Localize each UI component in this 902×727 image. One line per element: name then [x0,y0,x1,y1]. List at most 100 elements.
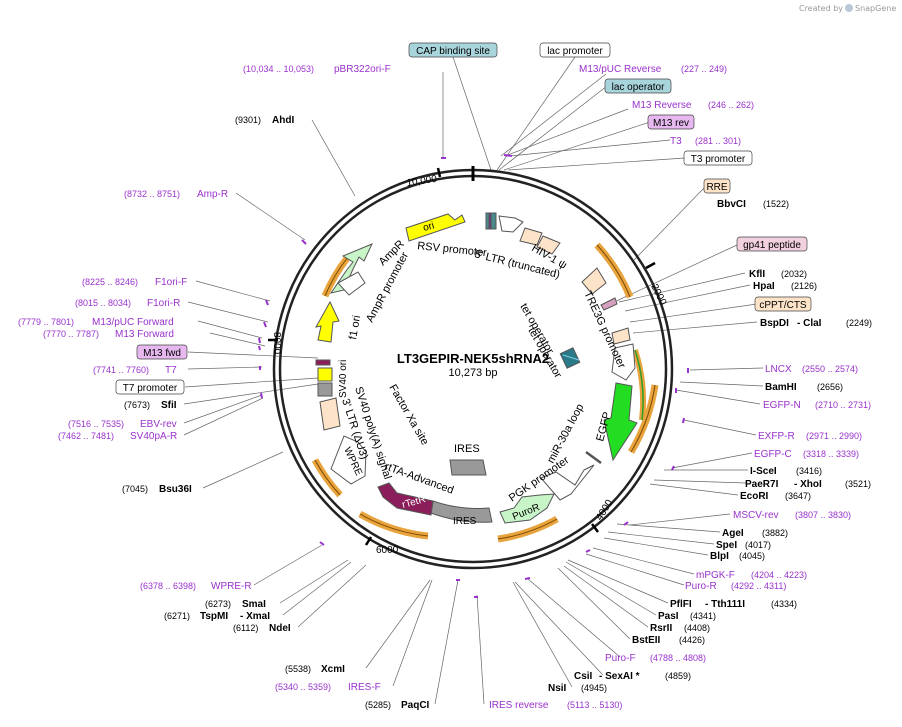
enzyme-i-scei[interactable]: I-SceI (3416) [750,466,822,477]
primer-exfp-r[interactable]: EXFP-R (2971 .. 2990) [758,431,862,442]
cap-binding-site-box[interactable]: CAP binding site [408,42,498,58]
primer-t7[interactable]: (7741 .. 7760) T7 [93,365,177,376]
primer-egfp-c[interactable]: EGFP-C (3318 .. 3339) [754,449,859,460]
enzyme-paqci-name: PaqCI [401,700,430,711]
primer-f1ori-f-range: (8225 .. 8246) [82,277,138,287]
m13-fwd-box[interactable]: M13 fwd [136,344,188,360]
enzyme-agei[interactable]: AgeI (3882) [722,528,788,539]
enzyme-bsu36i[interactable]: (7045) Bsu36I [122,484,192,495]
t3-promoter-box[interactable]: T3 promoter [683,150,753,166]
enzyme-kfli[interactable]: KflI (2032) [749,269,807,280]
enzyme-paqci-pos: (5285) [365,700,391,710]
enzyme-bspdi[interactable]: BspDI - ClaI (2249) [760,318,872,329]
primer-m13-forward[interactable]: (7770 .. 7787) M13 Forward [43,329,174,340]
primer-m13-reverse-name: M13 Reverse [632,100,692,111]
enzyme-pflfi-pos: (4334) [771,599,797,609]
ires-feature [449,459,487,476]
primer-mscv-rev-range: (3807 .. 3830) [795,510,851,520]
enzyme-paqci[interactable]: (5285) PaqCI [365,700,430,711]
primer-amp-r[interactable]: (8732 .. 8751) Amp-R [124,189,228,200]
primer-ebv-rev[interactable]: (7516 .. 7535) EBV-rev [68,419,177,430]
enzyme-bamhi[interactable]: BamHI (2656) [765,382,843,393]
primer-sv40pa-r-range: (7462 .. 7481) [58,431,114,441]
enzyme-ecori[interactable]: EcoRI (3647) [740,491,811,502]
rre-box[interactable]: RRE [703,178,731,194]
enzyme-sfii[interactable]: (7673) SfiI [124,400,177,411]
primer-f1ori-f[interactable]: (8225 .. 8246) F1ori-F [82,277,187,288]
enzyme-pflfi[interactable]: PflFI - Tth111I (4334) [670,599,797,610]
position-ticks [268,167,656,546]
primer-puro-r-name: Puro-R [685,581,717,592]
primer-puro-f[interactable]: Puro-F (4788 .. 4808) [605,653,706,664]
primer-wpre-r-range: (6378 .. 6398) [140,581,196,591]
enzyme-spei[interactable]: SpeI (4017) [716,540,771,551]
primer-egfp-n[interactable]: EGFP-N (2710 .. 2731) [763,400,871,411]
enzyme-bsu36i-name: Bsu36I [159,484,192,495]
enzyme-bsteii[interactable]: BstEII (4426) [632,635,705,646]
enzyme-smai[interactable]: (6273) SmaI [205,599,266,610]
primer-m13-reverse[interactable]: M13 Reverse (246 .. 262) [632,100,754,111]
enzyme-nsii[interactable]: NsiI (4945) [548,683,607,694]
enzyme-ahdi[interactable]: (9301) AhdI [235,115,294,126]
enzyme-tspmi[interactable]: (6271) TspMI - XmaI [164,611,270,622]
enzyme-csii[interactable]: CsiI - SexAI * (4859) [574,671,691,682]
primer-f1ori-r[interactable]: (8015 .. 8034) F1ori-R [75,298,180,309]
enzyme-rsrii[interactable]: RsrII (4408) [650,623,710,634]
enzyme-bbvci[interactable]: BbvCI (1522) [717,199,789,210]
m13-rev-label: M13 rev [653,118,689,129]
enzyme-paer7i-pos: (3521) [845,479,871,489]
enzyme-bsteii-name: BstEII [632,635,661,646]
lac-promoter-box[interactable]: lac promoter [539,42,611,58]
tre3g-feature [611,343,636,381]
t7-promoter-box[interactable]: T7 promoter [115,379,185,395]
enzyme-spei-name: SpeI [716,540,737,551]
primer-t3[interactable]: T3 (281 .. 301) [670,136,741,147]
enzyme-pasi-name: PasI [658,611,679,622]
snapgene-credit: Created by SnapGene [799,4,896,13]
f1-ori-marker [315,359,331,366]
enzyme-rsrii-name: RsrII [650,623,672,634]
gp41-peptide-box[interactable]: gp41 peptide [736,236,808,252]
primer-wpre-r[interactable]: (6378 .. 6398) WPRE-R [140,581,252,592]
plasmid-name: LT3GEPIR-NEK5shRNA2 [397,351,549,366]
enzyme-pasi[interactable]: PasI (4341) [658,611,716,622]
primer-t7-range: (7741 .. 7760) [93,365,149,375]
primer-wpre-r-name: WPRE-R [211,581,252,592]
primer-ires-f[interactable]: (5340 .. 5359) IRES-F [275,682,381,693]
enzyme-i-scei-name: I-SceI [750,466,777,477]
rtetr-feature [377,482,434,516]
primer-lncx[interactable]: LNCX (2550 .. 2574) [765,364,858,375]
primer-m13-puc-forward[interactable]: (7779 .. 7801) M13/pUC Forward [18,317,174,328]
enzyme-tspmi-name: TspMI [200,611,228,622]
primer-sv40pa-r[interactable]: (7462 .. 7481) SV40pA-R [58,431,177,442]
enzyme-bbvci-pos: (1522) [763,199,789,209]
primer-m13-puc-reverse[interactable]: M13/pUC Reverse (227 .. 249) [579,64,727,75]
tick-8000-label: 8000 [271,332,282,355]
enzyme-csii-pos: (4859) [665,671,691,681]
enzyme-hpai[interactable]: HpaI (2126) [753,281,817,292]
enzyme-blpi[interactable]: BlpI (4045) [710,551,765,562]
ires-rtetr-feature [430,500,493,523]
primer-exfp-r-name: EXFP-R [758,431,795,442]
enzyme-paer7i[interactable]: PaeR7I - XhoI (3521) [745,479,871,490]
primer-mpgk-f[interactable]: mPGK-F (4204 .. 4223) [696,570,807,581]
lac-operator-box[interactable]: lac operator [604,78,672,94]
primer-mscv-rev[interactable]: MSCV-rev (3807 .. 3830) [733,510,851,521]
f1-ori-box-feature [317,367,333,382]
ampr-promoter-feature [337,271,366,296]
primer-ires-reverse[interactable]: IRES reverse (5113 .. 5130) [489,700,622,711]
enzyme-tspmi-pos: (6271) [164,611,190,621]
primer-m13-reverse-range: (246 .. 262) [708,100,754,110]
enzyme-smai-name: SmaI [242,599,266,610]
primer-puro-r[interactable]: Puro-R (4292 .. 4311) [685,581,786,592]
enzyme-xcmi[interactable]: (5538) XcmI [285,664,345,675]
enzyme-ndei[interactable]: (6112) NdeI [233,623,291,634]
primer-puro-r-range: (4292 .. 4311) [731,581,786,591]
credit-prefix: Created by [799,4,843,13]
enzyme-nsii-name: NsiI [548,683,567,694]
primer-pbr322ori-f[interactable]: (10,034 .. 10,053) pBR322ori-F [243,64,391,75]
sv40-ori-label: SV40 ori [338,360,349,398]
primer-mpgk-f-name: mPGK-F [696,570,735,581]
m13-rev-box[interactable]: M13 rev [647,114,695,130]
cppt-cts-box[interactable]: cPPT/CTS [754,296,812,312]
